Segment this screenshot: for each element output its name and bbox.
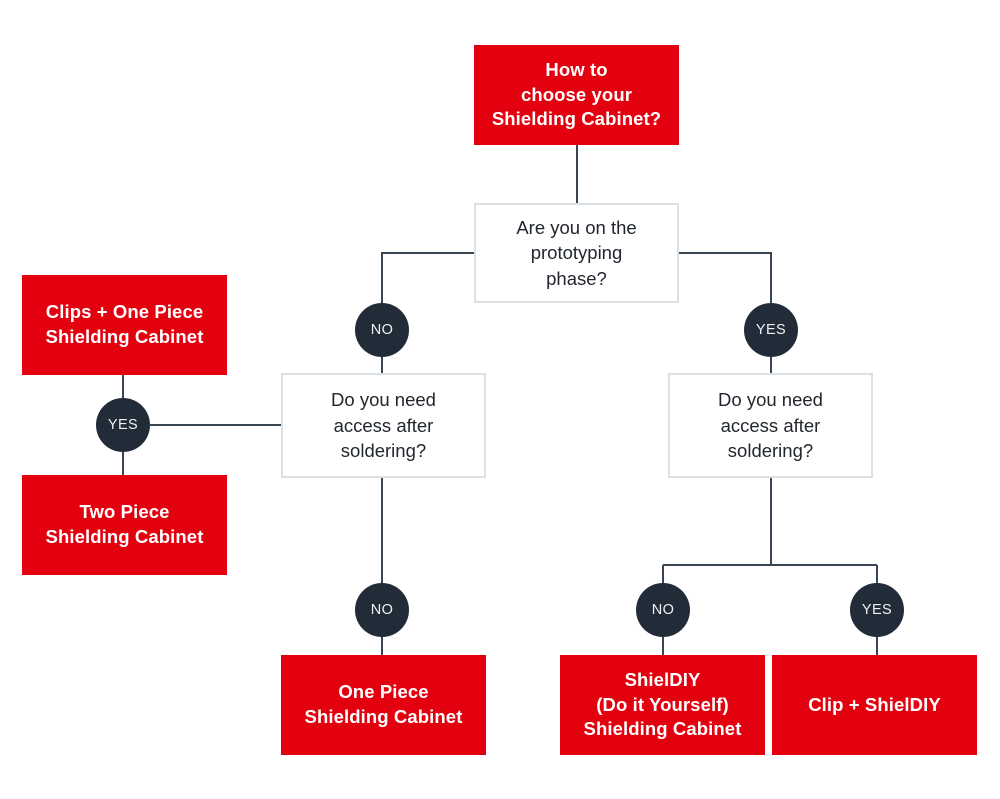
node-result-two-piece-text: Two Piece Shielding Cabinet <box>45 501 204 547</box>
node-result-one-piece-text: One Piece Shielding Cabinet <box>304 681 463 727</box>
badge-yes-access-right-label: YES <box>861 602 893 618</box>
node-result-clips-one-piece[interactable]: Clips + One Piece Shielding Cabinet <box>22 275 227 375</box>
node-decision-prototyping[interactable]: Are you on the prototyping phase? <box>474 203 679 303</box>
badge-yes-access-right: YES <box>850 583 904 637</box>
node-decision-access-right[interactable]: Do you need access after soldering? <box>668 373 873 478</box>
edge-access-right-split <box>662 478 878 583</box>
node-decision-access-left-text: Do you need access after soldering? <box>331 389 436 462</box>
badge-yes-prototyping: YES <box>744 303 798 357</box>
badge-yes-prototyping-label: YES <box>755 322 787 338</box>
badge-no-prototyping-label: NO <box>370 322 394 338</box>
node-decision-access-right-text: Do you need access after soldering? <box>718 389 823 462</box>
badge-no-access-right: NO <box>636 583 690 637</box>
node-decision-access-left[interactable]: Do you need access after soldering? <box>281 373 486 478</box>
badge-no-access-left: NO <box>355 583 409 637</box>
node-result-two-piece[interactable]: Two Piece Shielding Cabinet <box>22 475 227 575</box>
badge-no-access-right-label: NO <box>651 602 675 618</box>
edge-prototyping-no <box>381 252 474 303</box>
node-result-shieldiy-text: ShielDIY (Do it Yourself) Shielding Cabi… <box>583 668 742 740</box>
node-root-title-text: How to choose your Shielding Cabinet? <box>491 58 662 130</box>
node-root-title: How to choose your Shielding Cabinet? <box>474 45 679 145</box>
badge-no-prototyping: NO <box>355 303 409 357</box>
node-decision-prototyping-text: Are you on the prototyping phase? <box>516 216 637 289</box>
node-result-shieldiy[interactable]: ShielDIY (Do it Yourself) Shielding Cabi… <box>560 655 765 755</box>
badge-yes-access-left: YES <box>96 398 150 452</box>
badge-yes-access-left-label: YES <box>107 417 139 433</box>
node-result-one-piece[interactable]: One Piece Shielding Cabinet <box>281 655 486 755</box>
badge-no-access-left-label: NO <box>370 602 394 618</box>
edge-prototyping-yes <box>679 252 772 303</box>
node-result-clip-shieldiy[interactable]: Clip + ShielDIY <box>772 655 977 755</box>
node-result-clip-shieldiy-text: Clip + ShielDIY <box>808 693 941 715</box>
node-result-clips-one-piece-text: Clips + One Piece Shielding Cabinet <box>45 301 204 347</box>
